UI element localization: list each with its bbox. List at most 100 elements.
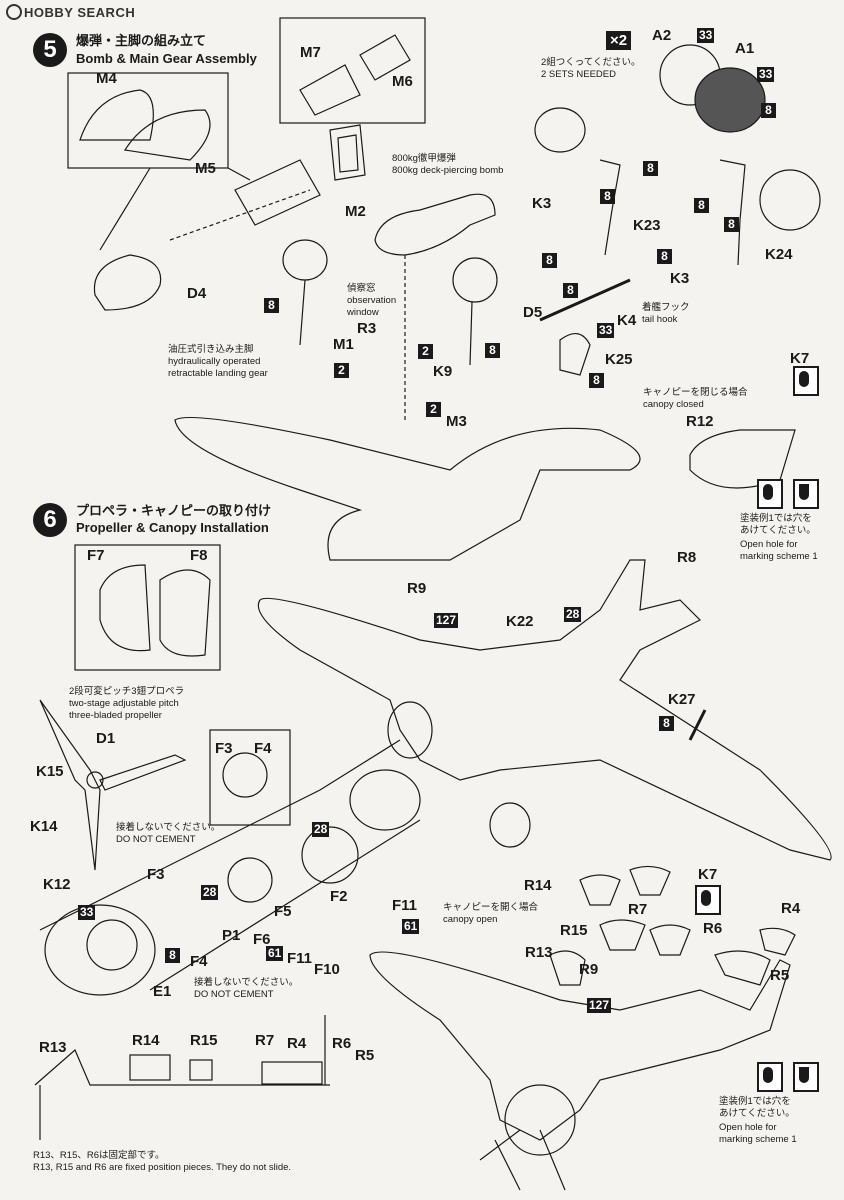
- hole-marker-icon: [757, 1062, 783, 1092]
- note-window-en-2: window: [347, 307, 379, 318]
- note-sets-jp: 2組つくってください。: [541, 57, 641, 68]
- part-label-m4: M4: [96, 70, 117, 87]
- note-hook-en: tail hook: [642, 314, 678, 325]
- part-label-k9: K9: [433, 363, 453, 380]
- color-code-2: 2: [334, 363, 349, 378]
- part-label-r9-b: R9: [579, 961, 599, 978]
- part-label-d1: D1: [96, 730, 116, 747]
- aircraft-step6-lower: [369, 951, 791, 1141]
- part-m2-frame: [329, 124, 366, 181]
- color-code-8: 8: [761, 103, 776, 118]
- canopy-r14: [579, 874, 621, 906]
- part-label-f2: F2: [330, 888, 348, 905]
- color-code-8: 8: [659, 716, 674, 731]
- watermark: HOBBY SEARCH: [6, 4, 135, 20]
- note-hole-jp-4: あけてください。: [719, 1108, 795, 1119]
- note-canopy-open-en: canopy open: [443, 914, 498, 925]
- bomb-tail-detail-box: [67, 72, 229, 169]
- part-m7-shape: [299, 64, 361, 116]
- color-code-28: 28: [312, 822, 330, 837]
- note-nocement-jp-2: 接着しないでください。: [194, 977, 299, 988]
- wheel-k24: [759, 169, 821, 231]
- part-label-d4: D4: [187, 285, 207, 302]
- tail-hook-k4: [539, 278, 631, 322]
- color-code-2: 2: [418, 344, 433, 359]
- step-6-title-en: Propeller & Canopy Installation: [76, 520, 269, 535]
- part-label-k12: K12: [43, 876, 71, 893]
- note-hole-en-2: marking scheme 1: [740, 551, 818, 562]
- propeller-blade-1: [39, 699, 101, 871]
- color-code-8: 8: [589, 373, 604, 388]
- note-nocement-en-2: DO NOT CEMENT: [194, 989, 274, 1000]
- engine-ring: [222, 752, 268, 798]
- part-label-m7: M7: [300, 44, 321, 61]
- drill-icon: [793, 479, 819, 509]
- note-gear-en-2: retractable landing gear: [168, 368, 268, 379]
- color-code-127: 127: [587, 998, 612, 1013]
- canopy-closed-r12: [689, 429, 796, 489]
- canopy-r5: [714, 950, 771, 986]
- note-hole-en-4: marking scheme 1: [719, 1134, 797, 1145]
- canopy-profile: [34, 1049, 330, 1086]
- color-code-33: 33: [697, 28, 715, 43]
- canopy-r7: [629, 865, 671, 896]
- bomb-detail-box: [279, 17, 426, 124]
- note-canopy-open-jp: キャノピーを開く場合: [443, 902, 539, 913]
- note-hole-jp-1: 塗装例1では穴を: [740, 513, 812, 524]
- profile-label-r13: R13: [39, 1039, 67, 1056]
- part-label-m6: M6: [392, 73, 413, 90]
- part-label-a1: A1: [735, 40, 755, 57]
- color-code-33: 33: [597, 323, 615, 338]
- color-code-61: 61: [402, 919, 420, 934]
- note-window-en-1: observation: [347, 295, 397, 306]
- cowling-e1: [44, 904, 156, 996]
- part-k25: [559, 333, 591, 376]
- step-5-title-en: Bomb & Main Gear Assembly: [76, 51, 257, 66]
- note-nocement-en-1: DO NOT CEMENT: [116, 834, 196, 845]
- part-label-f6: F6: [253, 931, 271, 948]
- propeller-hub: [86, 771, 104, 789]
- profile-label-r14: R14: [132, 1032, 160, 1049]
- color-code-8: 8: [724, 217, 739, 232]
- note-window-jp: 偵察窓: [347, 283, 376, 294]
- part-label-k24: K24: [765, 246, 793, 263]
- part-label-r8: R8: [677, 549, 697, 566]
- part-label-e1: E1: [153, 983, 172, 1000]
- engine-f5: [301, 826, 359, 884]
- part-label-r15-a: R15: [560, 922, 588, 939]
- part-label-k23: K23: [633, 217, 661, 234]
- profile-label-r6: R6: [332, 1035, 352, 1052]
- note-prop-en-2: three-bladed propeller: [69, 710, 162, 721]
- part-label-r9-a: R9: [407, 580, 427, 597]
- note-bomb-en: 800kg deck-piercing bomb: [392, 165, 504, 176]
- canopy-r15: [599, 919, 646, 951]
- part-label-r13-a: R13: [525, 944, 553, 961]
- note-fixed-en: R13, R15 and R6 are fixed position piece…: [33, 1162, 292, 1173]
- drill-icon: [793, 1062, 819, 1092]
- cowling-detail-box: [74, 544, 221, 671]
- note-gear-en-1: hydraulically operated: [168, 356, 261, 367]
- part-label-f4-a: F4: [254, 740, 272, 757]
- part-label-m2: M2: [345, 203, 366, 220]
- color-code-28: 28: [201, 885, 219, 900]
- profile-label-r5: R5: [355, 1047, 375, 1064]
- note-hole-en-1: Open hole for: [740, 539, 798, 550]
- part-label-k27: K27: [668, 691, 696, 708]
- color-code-8: 8: [485, 343, 500, 358]
- step-6-title-jp: プロペラ・キャノピーの取り付け: [76, 503, 272, 518]
- note-gear-jp: 油圧式引き込み主脚: [168, 344, 254, 355]
- part-label-p1: P1: [222, 927, 241, 944]
- bomb-body: [374, 193, 496, 256]
- part-label-r6-a: R6: [703, 920, 723, 937]
- note-canopy-closed-jp: キャノピーを閉じる場合: [643, 387, 748, 398]
- part-label-r7-a: R7: [628, 901, 648, 918]
- color-code-8: 8: [165, 948, 180, 963]
- part-label-r4-a: R4: [781, 900, 801, 917]
- part-label-r3: R3: [357, 320, 377, 337]
- note-sets-en: 2 SETS NEEDED: [541, 69, 616, 80]
- color-code-8: 8: [542, 253, 557, 268]
- part-label-k7-b: K7: [698, 866, 718, 883]
- part-label-f5: F5: [274, 903, 292, 920]
